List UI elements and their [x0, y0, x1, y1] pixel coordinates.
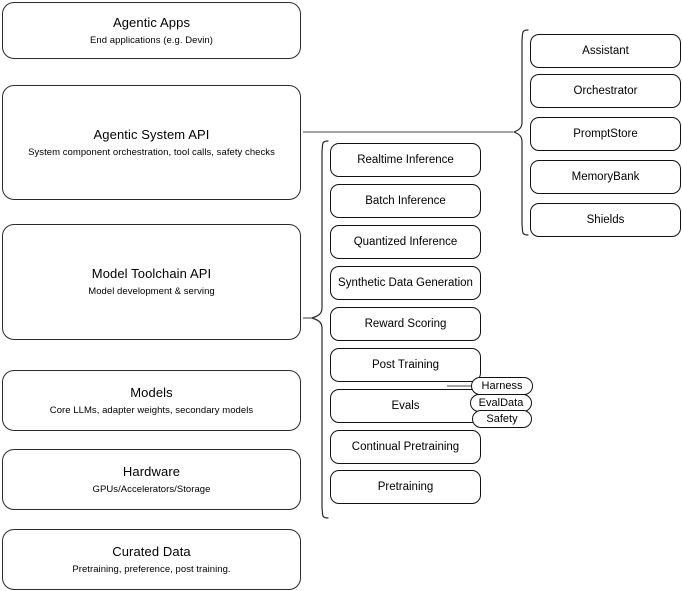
layer-title: Model Toolchain API: [91, 266, 212, 281]
component-shields[interactable]: Shields: [530, 203, 681, 237]
capability-label: Continual Pretraining: [351, 441, 460, 453]
component-label: Shields: [586, 214, 625, 226]
layer-subtitle: GPUs/Accelerators/Storage: [92, 483, 211, 495]
capability-label: Batch Inference: [365, 195, 446, 207]
capability-realtime-inference[interactable]: Realtime Inference: [330, 143, 481, 177]
evals-tag-label: Safety: [486, 412, 518, 425]
capability-label: Realtime Inference: [357, 154, 454, 166]
capability-batch-inference[interactable]: Batch Inference: [330, 184, 481, 218]
capability-quantized-inference[interactable]: Quantized Inference: [330, 225, 481, 259]
capability-synthetic-data-generation[interactable]: Synthetic Data Generation: [330, 266, 481, 300]
layer-models[interactable]: Models Core LLMs, adapter weights, secon…: [2, 370, 301, 431]
capability-evals[interactable]: Evals: [330, 389, 481, 423]
layer-subtitle: Core LLMs, adapter weights, secondary mo…: [49, 404, 254, 416]
component-label: Assistant: [582, 45, 629, 57]
evals-tag-safety[interactable]: Safety: [472, 410, 532, 428]
capability-label: Quantized Inference: [353, 236, 458, 248]
layer-curated-data[interactable]: Curated Data Pretraining, preference, po…: [2, 529, 301, 590]
evals-tag-label: EvalData: [478, 396, 524, 409]
capability-label: Reward Scoring: [364, 318, 447, 330]
layer-agentic-apps[interactable]: Agentic Apps End applications (e.g. Devi…: [2, 2, 301, 59]
layer-title: Agentic Apps: [112, 14, 191, 30]
layer-title: Agentic System API: [93, 126, 210, 142]
layer-subtitle: End applications (e.g. Devin): [90, 34, 213, 46]
evals-tag-label: Harness: [481, 379, 523, 392]
capability-label: Synthetic Data Generation: [338, 277, 473, 289]
layer-title: Curated Data: [112, 543, 191, 559]
layer-title: Models: [130, 384, 173, 400]
evals-tag-harness[interactable]: Harness: [471, 377, 533, 395]
capability-label: Post Training: [371, 359, 440, 371]
component-assistant[interactable]: Assistant: [530, 34, 681, 68]
layer-subtitle: System component orchestration, tool cal…: [28, 146, 275, 158]
layer-agentic-system-api[interactable]: Agentic System API System component orch…: [2, 85, 301, 200]
layer-hardware[interactable]: Hardware GPUs/Accelerators/Storage: [2, 449, 301, 510]
capability-post-training[interactable]: Post Training: [330, 348, 481, 382]
layer-subtitle: Model development & serving: [88, 286, 215, 297]
capability-continual-pretraining[interactable]: Continual Pretraining: [330, 430, 481, 464]
component-label: PromptStore: [573, 128, 638, 140]
component-orchestrator[interactable]: Orchestrator: [530, 74, 681, 108]
capability-label: Pretraining: [377, 481, 434, 493]
layer-subtitle: Pretraining, preference, post training.: [72, 563, 231, 575]
capability-pretraining[interactable]: Pretraining: [330, 470, 481, 504]
capability-label: Evals: [391, 400, 420, 412]
layer-model-toolchain-api[interactable]: Model Toolchain API Model development & …: [2, 224, 301, 340]
component-memorybank[interactable]: MemoryBank: [530, 160, 681, 194]
component-promptstore[interactable]: PromptStore: [530, 117, 681, 151]
layer-title: Hardware: [122, 463, 181, 479]
capability-reward-scoring[interactable]: Reward Scoring: [330, 307, 481, 341]
component-label: Orchestrator: [573, 85, 638, 97]
component-label: MemoryBank: [571, 171, 640, 183]
